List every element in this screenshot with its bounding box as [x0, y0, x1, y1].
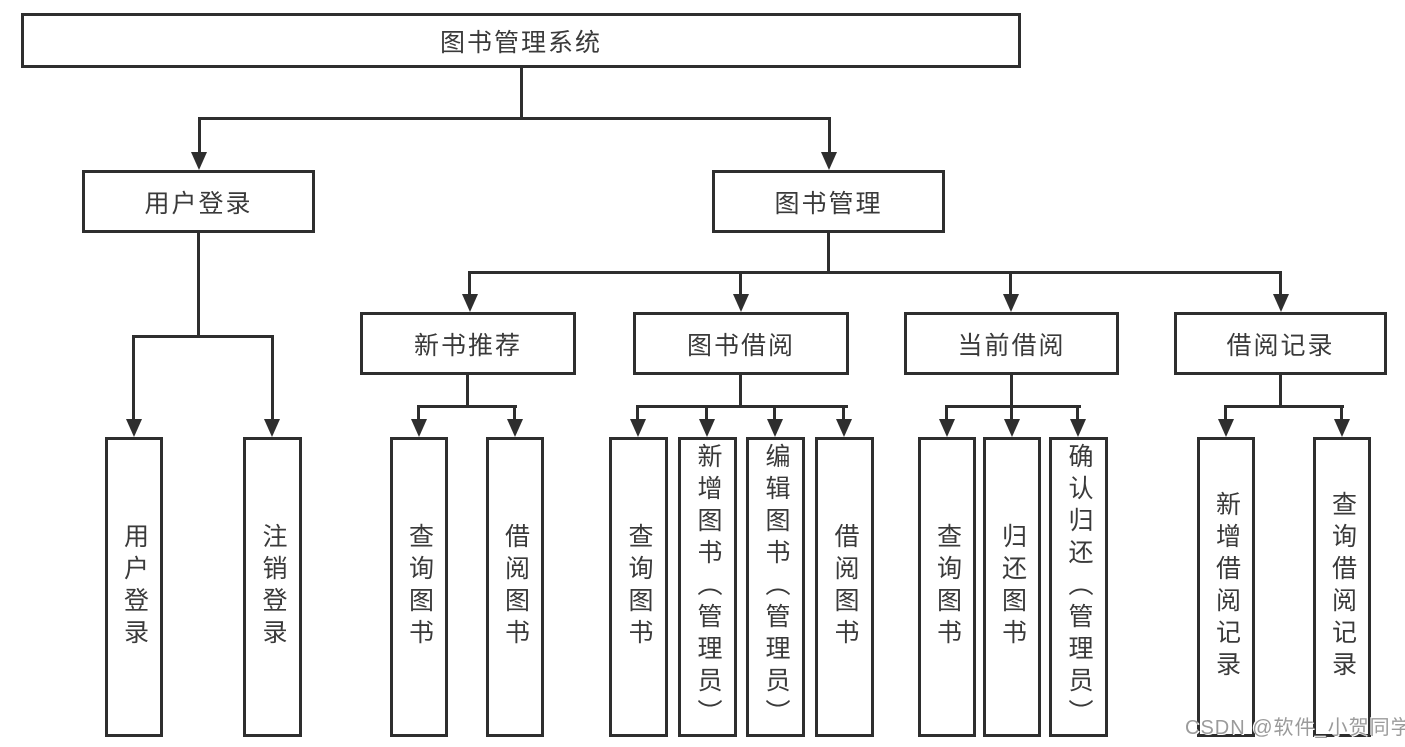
connector-line [466, 375, 469, 405]
leaf-borrow-query-book-label: 查询图书 [625, 523, 653, 651]
connector-line [1010, 405, 1013, 421]
arrowhead [126, 419, 142, 437]
leaf-return-book-label: 归还图书 [998, 523, 1027, 651]
leaf-query-borrow-record: 查询借阅记录 [1313, 437, 1371, 737]
connector-line [1279, 375, 1282, 405]
connector-line [198, 117, 201, 154]
leaf-current-query-book: 查询图书 [918, 437, 976, 737]
leaf-user-login-label: 用户登录 [120, 523, 149, 651]
leaf-recommend-query-book-label: 查询图书 [405, 523, 434, 651]
leaf-borrow-query-book: 查询图书 [609, 437, 668, 737]
node-book-borrow-label: 图书借阅 [686, 331, 795, 360]
arrowhead [264, 419, 280, 437]
connector-line [1010, 375, 1013, 405]
node-current-borrow: 当前借阅 [904, 312, 1119, 375]
connector-line [827, 233, 830, 271]
leaf-add-book-admin-label: 新增图书（管理员） [694, 443, 722, 731]
leaf-borrow-book: 借阅图书 [815, 437, 874, 737]
leaf-return-book: 归还图书 [983, 437, 1041, 737]
connector-line [739, 375, 742, 405]
node-current-borrow-label: 当前借阅 [957, 331, 1066, 360]
arrowhead [939, 419, 955, 437]
leaf-confirm-return-admin: 确认归还（管理员） [1049, 437, 1108, 737]
arrowhead [1070, 419, 1086, 437]
node-new-book-recommend: 新书推荐 [360, 312, 576, 375]
connector-line [132, 335, 274, 338]
connector-line [198, 117, 831, 120]
connector-line [417, 405, 420, 421]
arrowhead [836, 419, 852, 437]
connector-line [1076, 405, 1079, 421]
arrowhead [733, 294, 749, 312]
arrowhead [630, 419, 646, 437]
node-user-login: 用户登录 [82, 170, 315, 233]
arrowhead [1218, 419, 1234, 437]
connector-line [520, 68, 523, 117]
arrowhead [191, 152, 207, 170]
connector-line [1224, 405, 1227, 421]
connector-line [773, 405, 776, 421]
connector-line [197, 233, 200, 335]
connector-line [1340, 405, 1343, 421]
connector-line [945, 405, 1081, 408]
connector-line [271, 335, 274, 421]
connector-line [468, 271, 471, 296]
leaf-user-login: 用户登录 [105, 437, 163, 737]
arrowhead [821, 152, 837, 170]
node-root-label: 图书管理系统 [439, 28, 602, 57]
connector-line [945, 405, 948, 421]
node-book-management-label: 图书管理 [774, 189, 883, 218]
connector-line [417, 405, 517, 408]
leaf-recommend-borrow-book: 借阅图书 [486, 437, 544, 737]
leaf-add-borrow-record: 新增借阅记录 [1197, 437, 1255, 737]
leaf-current-query-book-label: 查询图书 [933, 523, 962, 651]
connector-line [1224, 405, 1344, 408]
connector-line [1009, 271, 1012, 296]
leaf-add-book-admin: 新增图书（管理员） [678, 437, 737, 737]
connector-line [636, 405, 848, 408]
leaf-edit-book-admin-label: 编辑图书（管理员） [762, 443, 790, 731]
node-new-book-recommend-label: 新书推荐 [413, 331, 522, 360]
connector-line [842, 405, 845, 421]
node-book-management: 图书管理 [712, 170, 945, 233]
leaf-add-borrow-record-label: 新增借阅记录 [1212, 491, 1241, 683]
arrowhead [411, 419, 427, 437]
arrowhead [699, 419, 715, 437]
node-borrow-record-label: 借阅记录 [1226, 331, 1335, 360]
arrowhead [507, 419, 523, 437]
node-user-login-label: 用户登录 [144, 189, 253, 218]
connector-line [828, 117, 831, 154]
arrowhead [1273, 294, 1289, 312]
arrowhead [767, 419, 783, 437]
arrowhead [1003, 294, 1019, 312]
leaf-borrow-book-label: 借阅图书 [831, 523, 859, 651]
arrowhead [1334, 419, 1350, 437]
arrowhead [462, 294, 478, 312]
connector-line [468, 271, 1282, 274]
connector-line [705, 405, 708, 421]
leaf-confirm-return-admin-label: 确认归还（管理员） [1065, 443, 1093, 731]
connector-line [1279, 271, 1282, 296]
connector-line [636, 405, 639, 421]
leaf-edit-book-admin: 编辑图书（管理员） [746, 437, 805, 737]
node-root: 图书管理系统 [21, 13, 1021, 68]
leaf-recommend-borrow-book-label: 借阅图书 [501, 523, 530, 651]
leaf-logout: 注销登录 [243, 437, 302, 737]
node-book-borrow: 图书借阅 [633, 312, 849, 375]
leaf-recommend-query-book: 查询图书 [390, 437, 448, 737]
connector-line [132, 335, 135, 421]
arrowhead [1004, 419, 1020, 437]
connector-line [739, 271, 742, 296]
node-borrow-record: 借阅记录 [1174, 312, 1387, 375]
connector-line [513, 405, 516, 421]
leaf-logout-label: 注销登录 [259, 523, 287, 651]
watermark: CSDN @软件_小贺同学 [1185, 717, 1405, 739]
leaf-query-borrow-record-label: 查询借阅记录 [1328, 491, 1357, 683]
